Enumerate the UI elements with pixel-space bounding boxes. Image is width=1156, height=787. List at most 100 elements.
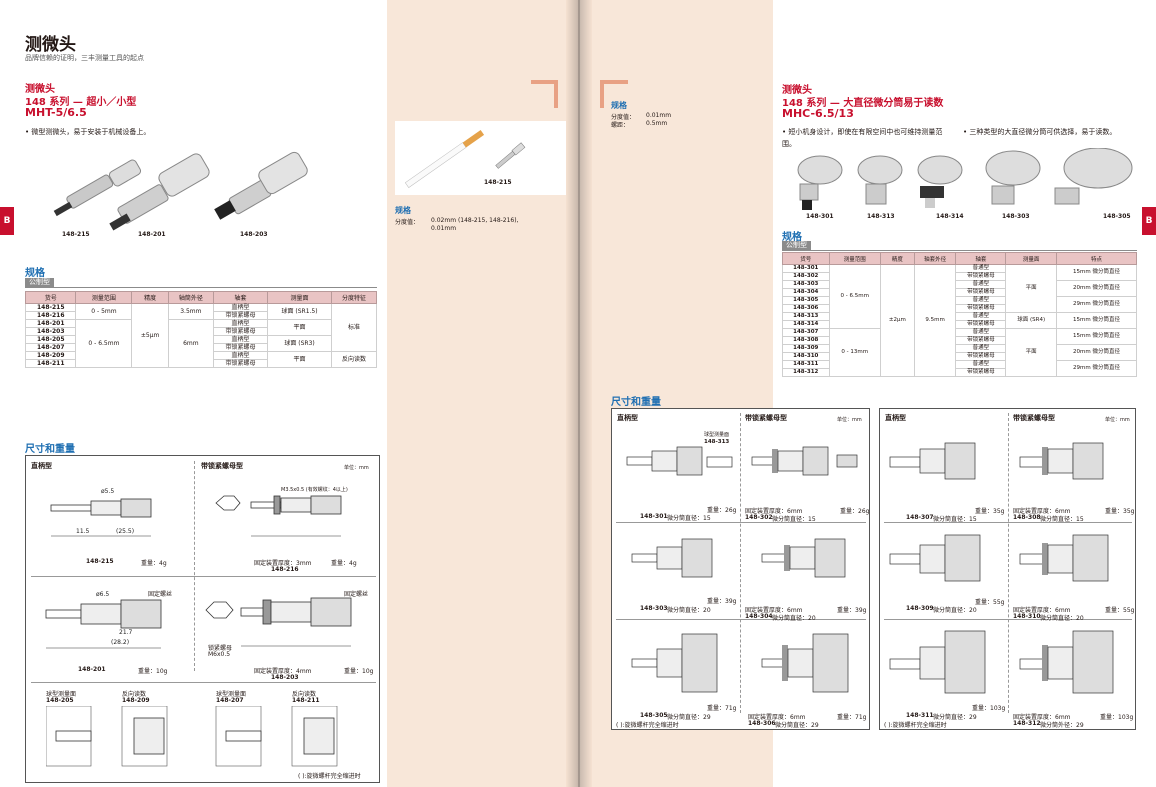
feature-cell: 15mm 微分筒直径 bbox=[1055, 312, 1138, 329]
spec-title-right: 规格 bbox=[782, 232, 802, 243]
photo-label-148-201: 148-201 bbox=[138, 231, 166, 238]
dim-a-unit: 单位：mm bbox=[837, 417, 862, 423]
right-mini-spec-k1: 螺距： bbox=[611, 122, 630, 129]
dim-box-a: 直柄型 带锁紧螺母型 单位：mm 球型测量面 148-313 重量：26g 14… bbox=[611, 408, 870, 730]
right-photo-label-4: 148-305 bbox=[1103, 213, 1131, 220]
dim-a-sphere: 球型测量面 bbox=[704, 432, 730, 438]
dim-weight-148-201: 重量：10g bbox=[138, 668, 168, 675]
spec-title-left: 规格 bbox=[25, 268, 45, 279]
range-cell: 0 - 5mm bbox=[75, 303, 133, 320]
col-range: 测量范围 bbox=[828, 252, 882, 265]
svg-text:(25.5): (25.5) bbox=[116, 528, 134, 535]
dim-a-w305: 重量：71g bbox=[707, 705, 737, 712]
dim-a-m306: 148-306 bbox=[748, 720, 776, 727]
right-photo-label-2: 148-314 bbox=[936, 213, 964, 220]
col-feature: 特点 bbox=[1055, 252, 1138, 265]
sleeve-cell: 带锁紧螺母 bbox=[955, 352, 1007, 361]
model-cell: 148-216 bbox=[24, 311, 77, 320]
dim-thread-148-203: M6x0.5 bbox=[208, 651, 231, 658]
dim-b-w307: 重量：35g bbox=[975, 508, 1005, 515]
right-product-series: 148 系列 — 大直径微分筒易于读数 bbox=[782, 98, 944, 109]
dim-b-mount310: 固定装置厚度：6mm bbox=[1013, 607, 1071, 614]
dim-nut-148-201: 固定螺丝 bbox=[148, 591, 173, 598]
spec-tag-right: 公制型 bbox=[782, 241, 811, 250]
dim-box-left: 直柄型 带锁紧螺母型 单位：mm 11.5 (25.5) ø5.5 148-21… bbox=[25, 455, 380, 783]
variant-207-label: 球型测量面 bbox=[216, 691, 247, 698]
dim-b-mount312: 固定装置厚度：6mm bbox=[1013, 714, 1071, 721]
cigarette-comparison-photo bbox=[404, 129, 526, 188]
col-model: 货号 bbox=[24, 291, 77, 304]
sleeve-cell: 普通型 bbox=[955, 312, 1007, 321]
sleeve-cell: 带锁紧螺母 bbox=[955, 336, 1007, 345]
col-range: 测量范围 bbox=[75, 291, 133, 304]
middle-spec-title: 规格 bbox=[395, 206, 411, 215]
spec-table-left: 货号 测量范围 精度 轴筒外径 轴套 测量面 分度特征 148-215 0 - … bbox=[24, 291, 378, 368]
col-sleeve: 轴套 bbox=[212, 291, 269, 304]
model-cell: 148-203 bbox=[24, 327, 77, 336]
variant-211-model: 148-211 bbox=[292, 697, 320, 704]
sleeve-cell: 直柄型 bbox=[212, 319, 269, 328]
dim-unit: 单位：mm bbox=[344, 465, 369, 471]
sleeve-cell: 普通型 bbox=[955, 328, 1007, 337]
col-accuracy: 精度 bbox=[131, 291, 169, 304]
right-photo-label-3: 148-303 bbox=[1002, 213, 1030, 220]
drawing-148-216 bbox=[215, 495, 342, 537]
dim-a-w303: 重量：39g bbox=[707, 598, 737, 605]
dim-a-w306: 重量：71g bbox=[837, 714, 867, 721]
face-cell: 平面 bbox=[1005, 264, 1057, 313]
page-title: 测微头 bbox=[25, 35, 76, 55]
variant-207-model: 148-207 bbox=[216, 697, 244, 704]
dim-b-c309: 微分筒直径：20 bbox=[933, 607, 977, 614]
sleeve-cell: 带锁紧螺母 bbox=[212, 343, 269, 352]
svg-text:ø5.5: ø5.5 bbox=[101, 488, 114, 495]
face-cell: 平面 bbox=[267, 319, 332, 336]
diam-cell: 3.5mm bbox=[167, 303, 214, 320]
dim-b-note: ( ):旋微螺杆完全缩进时 bbox=[884, 722, 947, 729]
face-cell: 平面 bbox=[1005, 328, 1057, 377]
dim-title-right: 尺寸和重量 bbox=[611, 397, 661, 408]
middle-spec-key: 分度值： bbox=[395, 219, 420, 226]
model-cell: 148-207 bbox=[24, 343, 77, 352]
dim-weight-148-215: 重量：4g bbox=[141, 560, 167, 567]
col-sleeve: 轴套 bbox=[955, 252, 1007, 265]
dim-a-straight: 直柄型 bbox=[617, 414, 638, 422]
table-row: 148-211 带锁紧螺母 bbox=[24, 359, 377, 368]
svg-text:21.7: 21.7 bbox=[119, 629, 133, 636]
dim-model-148-201: 148-201 bbox=[78, 666, 106, 673]
photo-label-148-215: 148-215 bbox=[62, 231, 90, 238]
product-photos-left bbox=[53, 151, 308, 231]
dim-a-divider-h1 bbox=[616, 522, 866, 523]
dim-b-m307: 148-307 bbox=[906, 514, 934, 521]
dim-a-c306: 微分筒直径：29 bbox=[775, 722, 819, 729]
col-accuracy: 精度 bbox=[880, 252, 915, 265]
spec-header-row: 货号 测量范围 精度 轴套外径 轴套 测量面 特点 bbox=[782, 252, 1138, 265]
dim-divider-h bbox=[31, 576, 376, 577]
product-bullet: • 微型测微头，易于安装于机械设备上。 bbox=[25, 128, 151, 136]
table-row: 148-301 0 - 6.5mm ±2μm 9.5mm 普通型 平面 15mm… bbox=[782, 264, 1138, 377]
svg-text:(28.2): (28.2) bbox=[111, 639, 129, 646]
model-cell: 148-303 bbox=[782, 280, 830, 289]
right-photo-label-1: 148-313 bbox=[867, 213, 895, 220]
dim-b-c307: 微分筒直径：15 bbox=[933, 516, 977, 523]
model-cell: 148-304 bbox=[782, 288, 830, 297]
dim-b-divider-h1 bbox=[884, 522, 1132, 523]
middle-photo-label: 148-215 bbox=[484, 179, 512, 186]
feature-cell: 标准 bbox=[330, 303, 378, 352]
sleeve-cell: 带锁紧螺母 bbox=[955, 368, 1007, 377]
dim-divider-v bbox=[194, 461, 195, 671]
photo-label-148-203: 148-203 bbox=[240, 231, 268, 238]
feature-cell: 15mm 微分筒直径 bbox=[1055, 328, 1138, 345]
feature-cell: 20mm 微分筒直径 bbox=[1055, 280, 1138, 297]
sleeve-cell: 带锁紧螺母 bbox=[955, 288, 1007, 297]
dim-b-w309: 重量：55g bbox=[975, 599, 1005, 606]
dim-a-m305: 148-305 bbox=[640, 712, 668, 719]
dim-a-note: ( ):旋微螺杆完全缩进时 bbox=[616, 722, 679, 729]
sleeve-cell: 带锁紧螺母 bbox=[955, 272, 1007, 281]
dim-weight-148-203: 重量：10g bbox=[344, 668, 374, 675]
model-cell: 148-309 bbox=[782, 344, 830, 353]
sleeve-cell: 普通型 bbox=[955, 280, 1007, 289]
dim-b-mount308: 固定装置厚度：6mm bbox=[1013, 508, 1071, 515]
accuracy-cell: ±2μm bbox=[880, 264, 915, 377]
